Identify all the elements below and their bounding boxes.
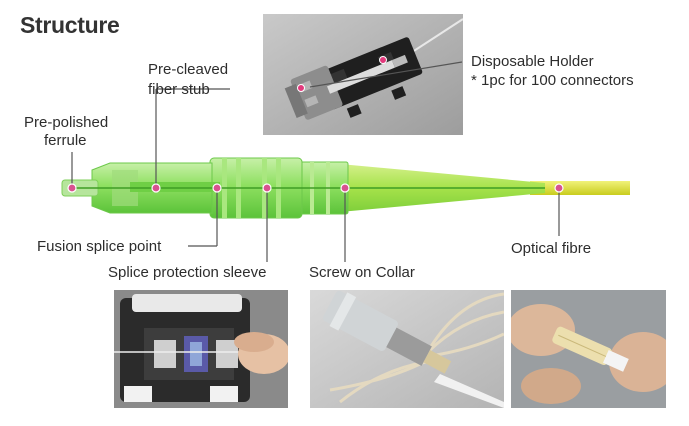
label-fusion-splice-point: Fusion splice point: [37, 238, 162, 255]
optical-fibre-shape: [530, 181, 630, 195]
label-splice-protection-sleeve: Splice protection sleeve: [108, 264, 267, 281]
label-holder-note: * 1pc for 100 connectors: [471, 72, 634, 89]
connector-with-fibres-photo: [310, 290, 504, 408]
marker-sleeve: [262, 183, 272, 193]
label-line: Disposable Holder: [471, 53, 594, 70]
fusion-splicer-photo: [114, 290, 288, 408]
label-pre-cleaved-fiber-stub: Pre-cleaved fiber stub: [148, 61, 228, 99]
label-line: Pre-cleaved: [148, 61, 229, 78]
marker-fiber-stub: [151, 183, 161, 193]
label-pre-polished-ferrule: Pre-polished ferrule: [24, 114, 108, 150]
hand-holding-connector-photo: [511, 290, 666, 408]
marker-fibre: [554, 183, 564, 193]
label-line: fiber stub: [148, 81, 210, 98]
label-screw-on-collar: Screw on Collar: [309, 264, 415, 281]
label-optical-fibre: Optical fibre: [511, 240, 592, 257]
marker-fusion-splice: [212, 183, 222, 193]
label-line: ferrule: [44, 132, 87, 149]
label-line: Pre-polished: [24, 114, 109, 131]
disposable-holder-photo: [263, 14, 463, 135]
page-title: Structure: [20, 12, 120, 38]
marker-collar: [340, 183, 350, 193]
label-disposable-holder: Disposable Holder * 1pc for 100 connecto…: [471, 53, 634, 90]
marker-ferrule: [67, 183, 77, 193]
